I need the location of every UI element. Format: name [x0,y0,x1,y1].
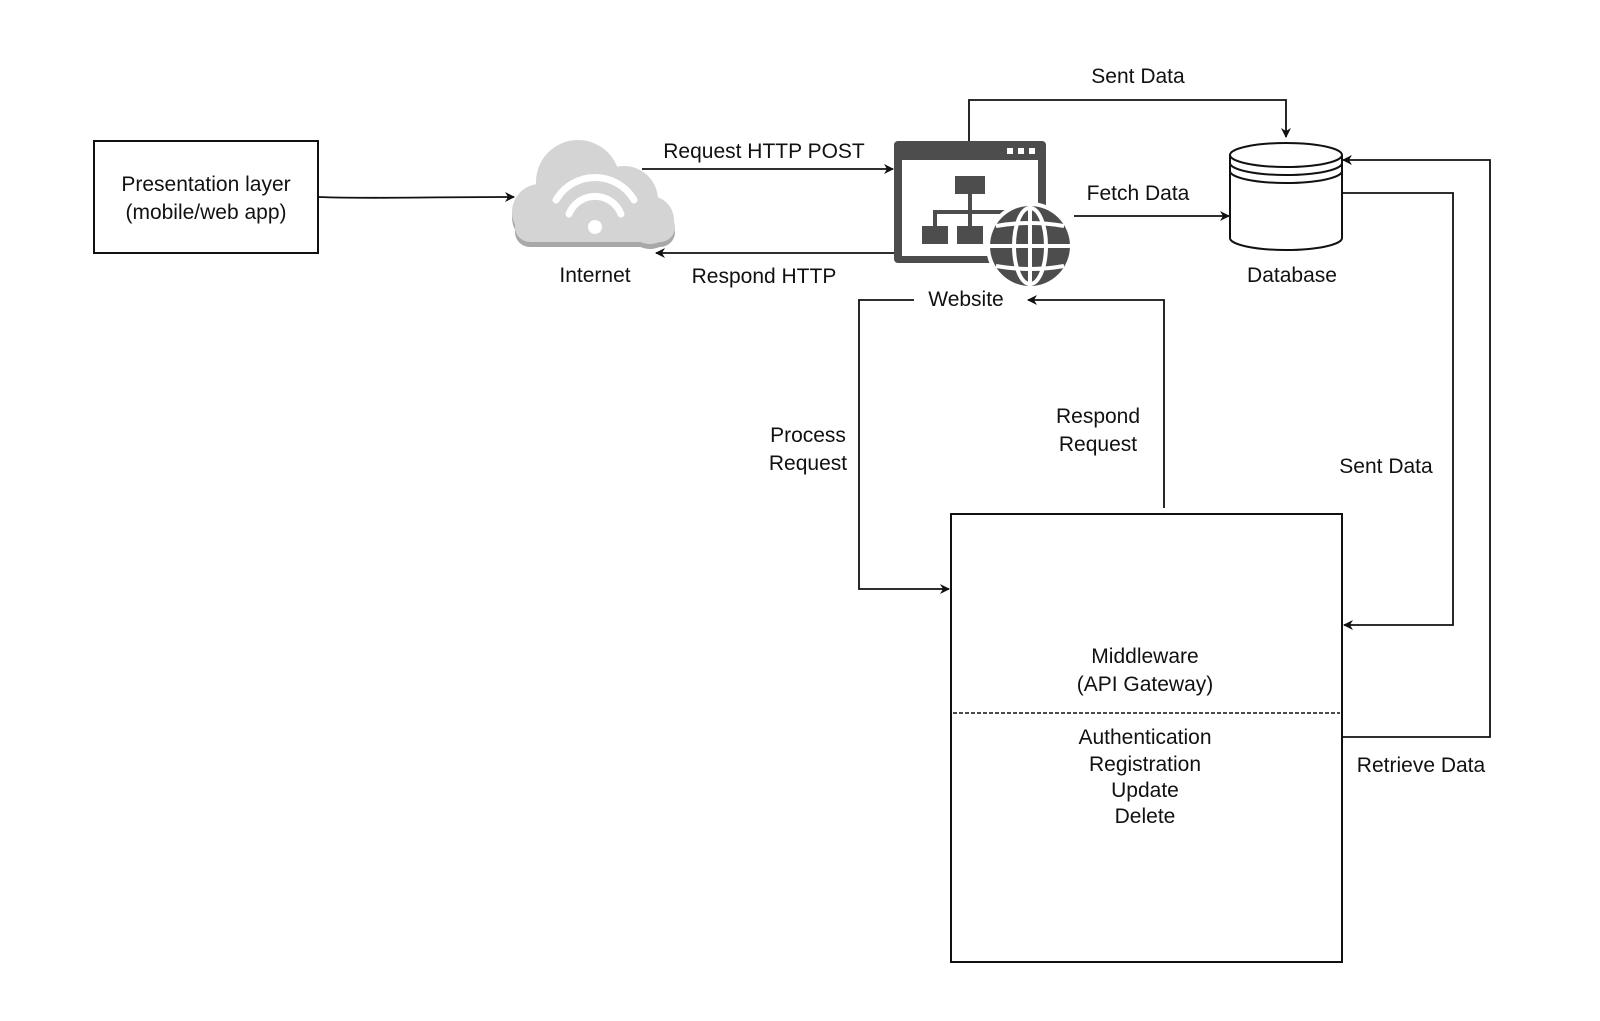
fetch-data-label: Fetch Data [1087,182,1190,205]
edge-respond-request [1027,295,1165,508]
request-http-post-label: Request HTTP POST [663,140,865,163]
edge-retrieve-data [1342,155,1491,738]
middleware-function-authentication: Authentication [1078,726,1211,749]
website-label: Website [928,288,1003,311]
edge-process-request [858,299,950,594]
sent-data-right-label: Sent Data [1339,455,1433,478]
edge-website-sent-data-database [968,99,1291,141]
middleware-title: Middleware [1091,645,1198,668]
edge-presentation-to-internet [317,192,515,203]
middleware-function-registration: Registration [1089,753,1201,776]
presentation-layer-node: Presentation layer (mobile/web app) [93,140,319,254]
middleware-subtitle: (API Gateway) [1077,673,1214,696]
database-cylinder-icon [1229,142,1343,251]
presentation-layer-box [93,140,319,254]
middleware-box [950,513,1343,963]
retrieve-data-label: Retrieve Data [1357,754,1486,777]
respond-request-label-line2: Request [1059,433,1137,456]
cloud-wifi-icon [512,140,675,249]
respond-http-label: Respond HTTP [692,265,837,288]
sent-data-top-label: Sent Data [1091,65,1185,88]
presentation-layer-title: Presentation layer [121,173,290,196]
database-label: Database [1247,264,1337,287]
presentation-layer-subtitle: (mobile/web app) [125,201,286,224]
process-request-label-line1: Process [770,424,846,447]
middleware-node: Middleware (API Gateway) Authentication … [950,513,1343,963]
process-request-label-line2: Request [769,452,847,475]
middleware-function-delete: Delete [1115,805,1176,828]
respond-request-label-line1: Respond [1056,405,1140,428]
middleware-function-update: Update [1111,779,1179,802]
internet-label: Internet [559,264,630,287]
edge-database-sent-data-middleware [1342,192,1454,630]
website-sitemap-globe-icon [894,141,1074,290]
